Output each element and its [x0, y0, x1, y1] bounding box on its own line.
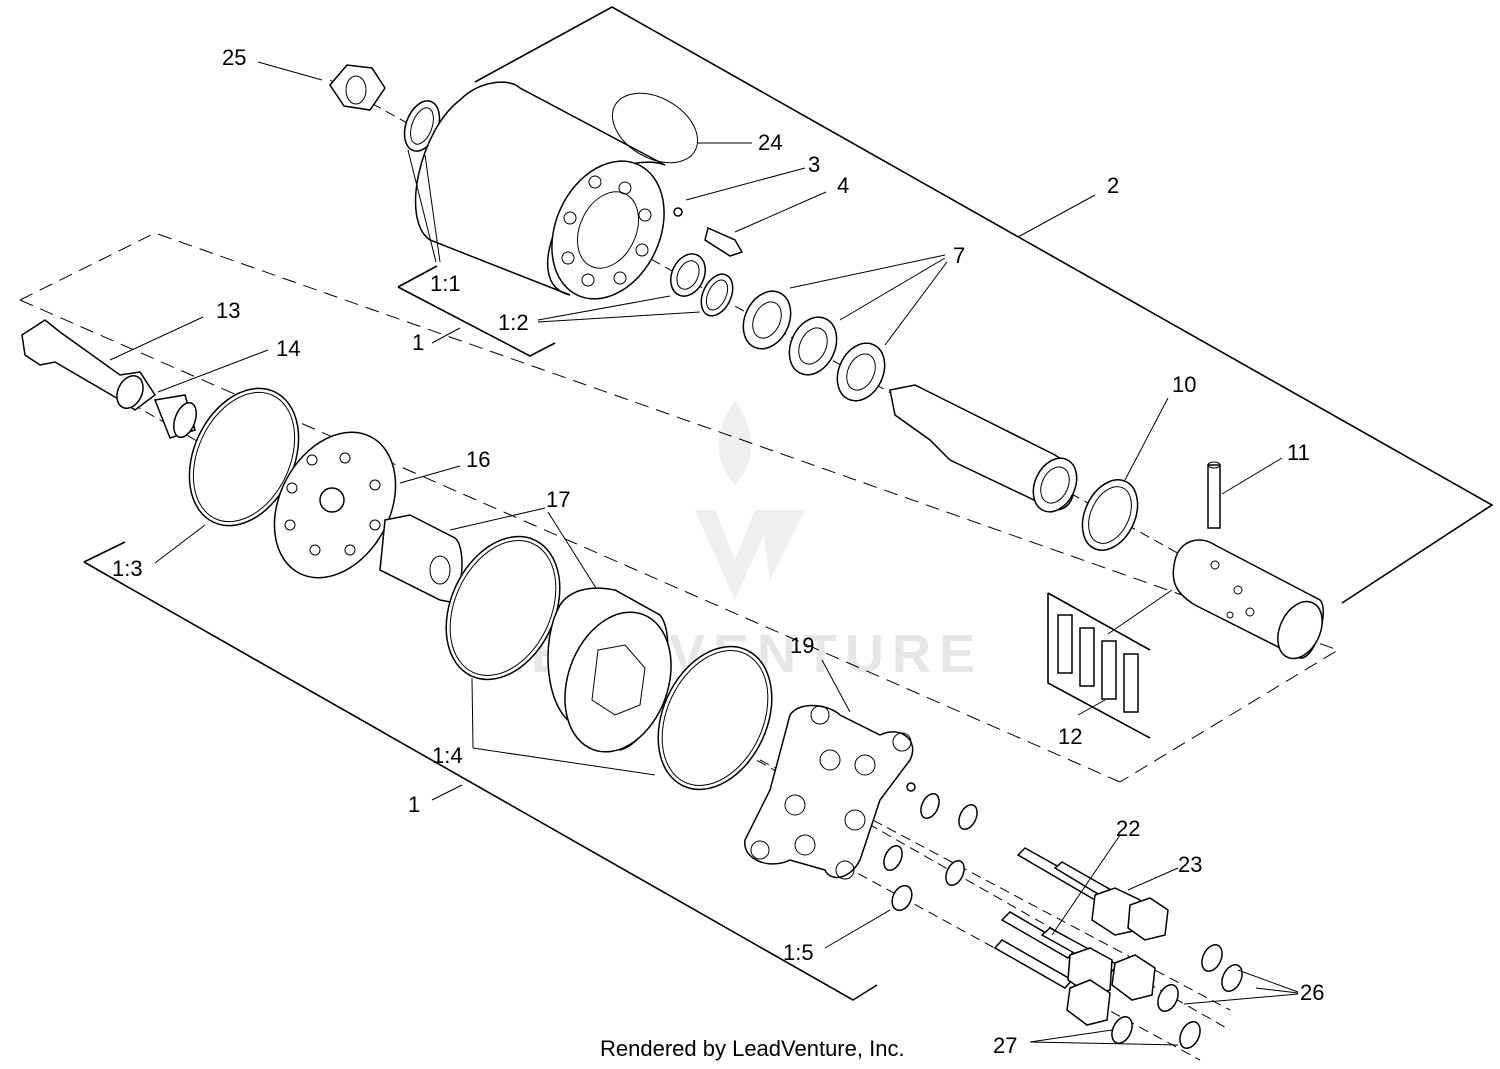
part-10-ring: [1081, 479, 1139, 551]
callout-25: 25: [222, 45, 246, 70]
part-12-springs: [1057, 614, 1139, 713]
callout-labels: 25 24 3 4 2 7 1:1 1:2 1 13 14 10 11 16 1…: [112, 45, 1324, 1058]
callout-10: 10: [1172, 372, 1196, 397]
part-27-orings: [1111, 1016, 1201, 1049]
part-1-4-oring-b: [657, 645, 773, 791]
callout-3: 3: [808, 152, 820, 177]
part-sleeve: [1172, 539, 1324, 660]
part-spool: [889, 384, 1078, 513]
callout-4: 4: [837, 173, 849, 198]
bracket-12: [1047, 592, 1151, 739]
part-26-orings: [1157, 944, 1243, 1012]
bracket-1-upper: [397, 265, 556, 357]
callout-14: 14: [276, 336, 300, 361]
callout-1-5: 1:5: [783, 940, 814, 965]
part-14-bushing: [153, 394, 197, 439]
part-23-fittings: [1066, 887, 1169, 1026]
part-24-cap: [611, 92, 699, 164]
part-3-ball: [673, 207, 683, 217]
part-19-end-cap: [744, 704, 914, 880]
callout-26: 26: [1300, 980, 1324, 1005]
leader-lines: [109, 61, 1299, 1046]
callout-16: 16: [466, 447, 490, 472]
part-17-gear: [379, 514, 463, 603]
part-housing: [414, 81, 666, 300]
part-4-pin: [704, 226, 744, 257]
callout-12: 12: [1058, 724, 1082, 749]
part-16-plate: [273, 431, 397, 579]
part-7-washers: [742, 290, 886, 402]
part-13-drive-shaft: [21, 319, 157, 411]
dashed-outline: [19, 232, 1340, 783]
footer-credit: Rendered by LeadVenture, Inc.: [600, 1036, 905, 1061]
part-1-2-ring: [700, 273, 734, 317]
callout-2: 2: [1107, 173, 1119, 198]
callout-24: 24: [758, 130, 782, 155]
callout-11: 11: [1287, 440, 1310, 465]
callout-1-1: 1:1: [430, 271, 461, 296]
callout-1-lower: 1: [408, 792, 420, 817]
bracket-2: [474, 6, 1494, 604]
part-25-nut: [329, 64, 386, 111]
leadventure-watermark-logo: [695, 400, 805, 600]
part-1-2-seal: [670, 253, 706, 297]
callout-7: 7: [953, 243, 965, 268]
bracket-1-lower: [83, 541, 878, 1001]
callout-22: 22: [1116, 816, 1140, 841]
callout-27: 27: [993, 1033, 1017, 1058]
callout-1-3: 1:3: [112, 556, 143, 581]
part-small-seals: [883, 782, 978, 912]
callout-1-4: 1:4: [432, 743, 463, 768]
callout-13: 13: [216, 298, 240, 323]
part-11-pin: [1207, 461, 1221, 529]
callout-23: 23: [1178, 852, 1202, 877]
callout-19: 19: [790, 633, 814, 658]
part-gerotor: [547, 587, 672, 753]
callout-1-2: 1:2: [498, 310, 529, 335]
callout-1-upper: 1: [412, 330, 424, 355]
callout-17: 17: [546, 487, 570, 512]
